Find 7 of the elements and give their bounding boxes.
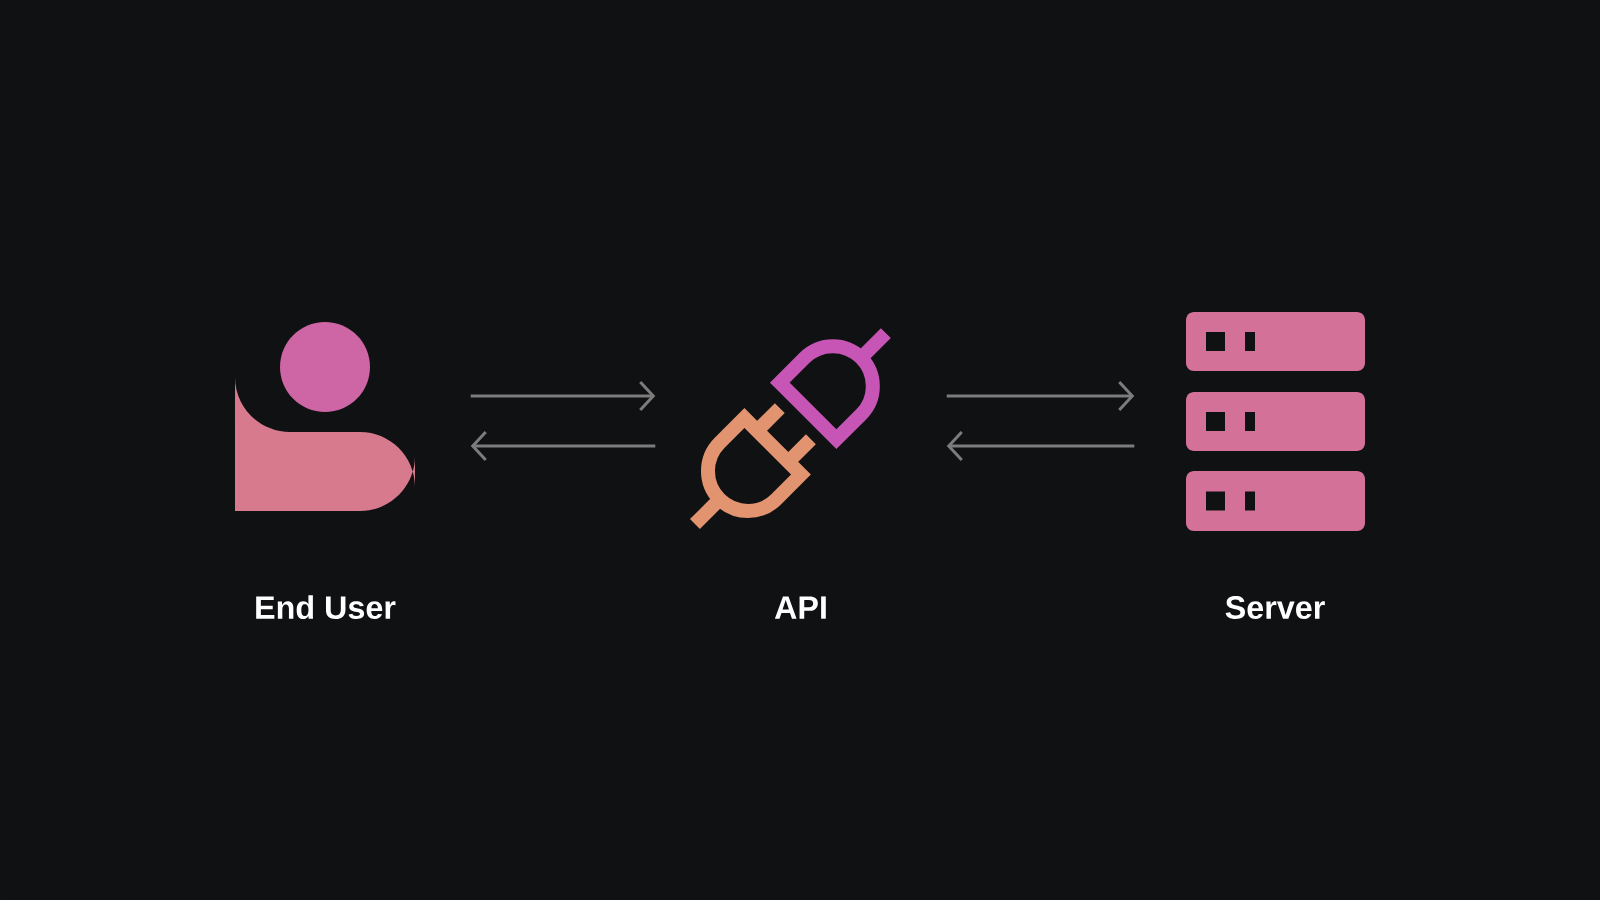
arrow bbox=[946, 430, 1135, 461]
arrow bbox=[946, 380, 1135, 411]
node-label: End User bbox=[256, 595, 396, 620]
node-label: Server bbox=[1225, 596, 1325, 620]
arrow bbox=[470, 380, 656, 411]
arrow bbox=[470, 430, 656, 461]
node-label: API bbox=[774, 596, 826, 619]
